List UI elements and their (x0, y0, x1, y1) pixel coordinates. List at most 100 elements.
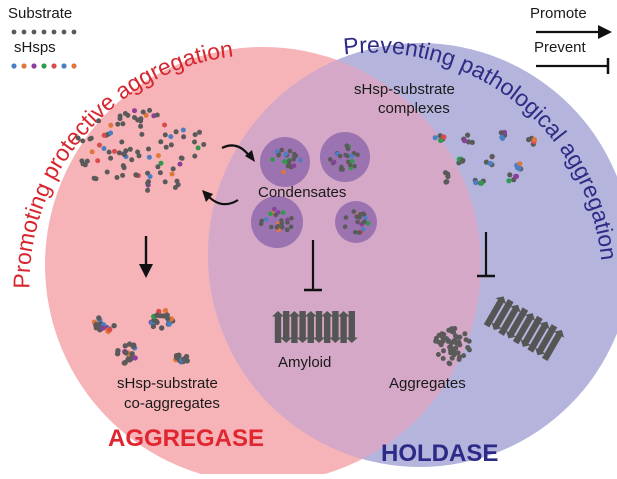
shsp-dot (51, 63, 57, 69)
shsp-dot (272, 206, 277, 212)
beta-strand (491, 298, 514, 331)
substrate-dot (114, 175, 120, 180)
substrate-dot (269, 224, 274, 230)
shsp-dot (166, 321, 172, 327)
substrate-dot (123, 148, 129, 154)
beta-strand (329, 311, 342, 343)
coagg-label-line1: sHsp-substrate (117, 375, 218, 392)
substrate-dot (343, 215, 349, 220)
shsp-dot (61, 63, 67, 69)
shsp-dot (365, 221, 371, 226)
shsp-dot (31, 63, 37, 69)
overlap-region (208, 47, 481, 467)
substrate-dot (132, 115, 137, 120)
shsp-dot (146, 154, 152, 160)
substrate-dot (31, 29, 37, 35)
substrate-dot (288, 224, 294, 229)
shsp-dot (517, 161, 523, 167)
substrate-dot (168, 142, 174, 148)
substrate-dot (176, 352, 182, 358)
substrate-dot (489, 153, 495, 160)
substrate-dot (440, 356, 446, 361)
shsp-dot (270, 157, 275, 162)
substrate-dot (355, 152, 360, 158)
shsp-dot (280, 210, 286, 215)
substrate-dot (192, 153, 198, 159)
beta-strand (498, 304, 521, 336)
substrate-dot (440, 332, 446, 338)
substrate-dot (96, 118, 102, 124)
shsp-dot (349, 158, 355, 164)
shsp-dot (71, 63, 77, 69)
substrate-dot (291, 157, 297, 162)
substrate-dot (457, 354, 462, 360)
substrate-dot (93, 325, 100, 331)
condensates-label: Condensates (258, 184, 346, 201)
shsp-dot (283, 151, 289, 157)
substrate-dot (337, 153, 343, 159)
substrate-dot (93, 176, 99, 182)
substrate-dot (75, 135, 81, 141)
shsp-dot (95, 158, 101, 164)
shsp-dot (263, 217, 269, 222)
substrate-dot (71, 29, 77, 35)
substrate-dot (135, 149, 141, 155)
shsp-dot (89, 149, 95, 155)
substrate-dot (178, 155, 184, 161)
inhibition-bar-icon (477, 232, 495, 278)
substrate-dot (192, 139, 197, 145)
substrate-dot (448, 340, 454, 346)
substrate-dot (21, 29, 27, 35)
beta-strand (527, 321, 550, 353)
substrate-dot (181, 134, 187, 140)
substrate-dot (457, 334, 463, 340)
shsp-dot (112, 148, 117, 154)
coagg-label-line2: co-aggregates (124, 395, 220, 412)
substrate-dot (133, 172, 139, 178)
shsp-dot (108, 130, 114, 136)
shsp-dot (282, 159, 287, 164)
condensate-droplet (251, 196, 303, 248)
substrate-dot (154, 312, 160, 318)
co-aggregate-clusters (91, 307, 190, 366)
substrate-dot (145, 180, 151, 186)
beta-strand (304, 311, 317, 343)
substrate-dot (160, 313, 166, 319)
substrate-dot (111, 323, 117, 329)
shsp-dot (516, 166, 522, 172)
substrate-dot (285, 220, 290, 225)
beta-strand (296, 311, 309, 343)
legend-prevent-label: Prevent (534, 39, 587, 56)
aggregate-cluster (433, 326, 472, 367)
substrate-dot (123, 350, 129, 356)
substrate-dot (139, 131, 145, 137)
shsp-dot (21, 63, 27, 69)
legend-shsps-dots (11, 63, 77, 69)
beta-strand (321, 311, 334, 343)
substrate-dot (120, 121, 126, 127)
substrate-dot (362, 219, 367, 224)
substrate-dot (147, 107, 153, 113)
beta-strand (345, 311, 358, 343)
beta-strand (505, 307, 529, 339)
substrate-dot (106, 149, 112, 155)
shsp-dot (132, 355, 138, 361)
shsp-dot (101, 132, 107, 138)
substrate-dot (327, 157, 333, 162)
substrate-dot (145, 187, 151, 193)
substrate-dot (121, 165, 127, 171)
shsp-dot (473, 180, 479, 186)
substrate-dot (41, 29, 47, 35)
substrate-dot (461, 353, 467, 359)
substrate-dot (438, 342, 444, 348)
substrate-dot (121, 152, 127, 158)
shsp-dot (268, 211, 273, 217)
substrate-dot (120, 172, 126, 178)
substrate-dot (287, 148, 293, 154)
aggregase-label: AGGREGASE (108, 425, 264, 452)
substrate-dot (446, 360, 452, 366)
shsp-dot (432, 135, 438, 141)
substrate-dot (117, 113, 123, 119)
substrate-dot (435, 352, 441, 357)
shsp-dot (155, 153, 161, 159)
